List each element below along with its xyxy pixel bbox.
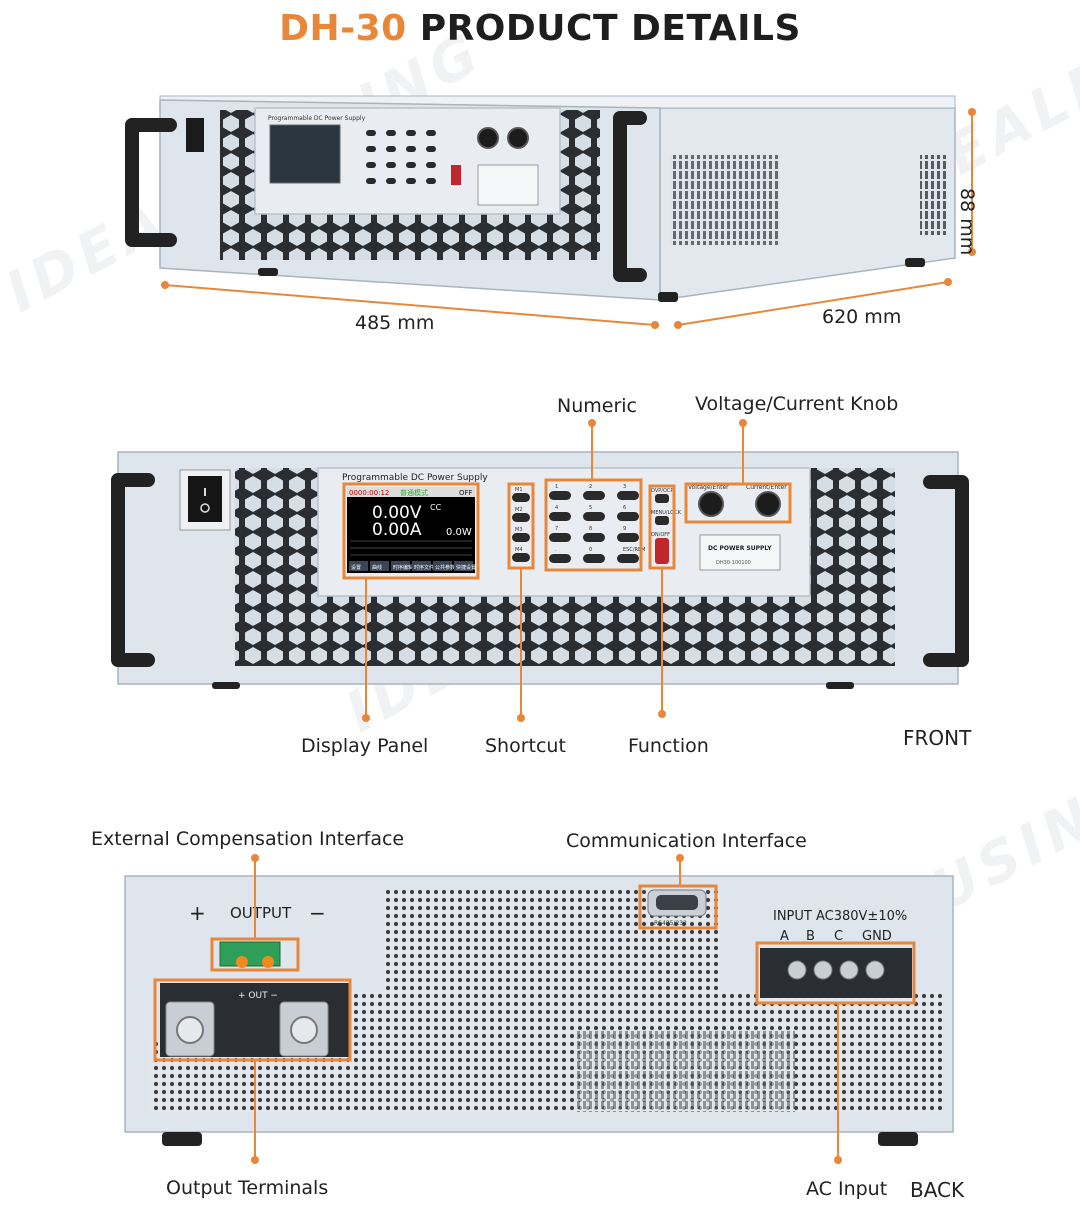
screen-power: 0.0W <box>446 527 472 538</box>
function-key[interactable] <box>655 516 669 525</box>
function-key-label: OVP/OCP <box>651 488 673 494</box>
busbar-label: + OUT − <box>238 991 278 1001</box>
screen-tab-label: 曲线 <box>372 564 382 571</box>
numeric-key[interactable] <box>583 533 605 542</box>
knob-label-current: Current/Enter <box>746 484 787 491</box>
screen-current: 0.00A <box>372 520 422 540</box>
shortcut-key[interactable] <box>512 553 530 562</box>
label-numeric: Numeric <box>557 395 637 417</box>
label-external-compensation: External Compensation Interface <box>91 828 405 850</box>
phase-label: B <box>806 929 815 944</box>
badge-title: DC POWER SUPPLY <box>708 545 772 552</box>
shortcut-key[interactable] <box>512 533 530 542</box>
numeric-key-label: 9 <box>623 526 626 532</box>
panel-title-small: Programmable DC Power Supply <box>268 115 366 122</box>
screen-tab <box>391 561 410 571</box>
function-key-label: MENU/LOCK <box>651 510 682 516</box>
current-knob[interactable] <box>755 491 781 517</box>
numeric-key[interactable] <box>549 533 571 542</box>
front-view: Programmable DC Power Supply 0000:00:12 … <box>111 419 969 722</box>
label-communication: Communication Interface <box>566 830 807 852</box>
screen-tab <box>454 561 473 571</box>
numeric-key[interactable] <box>583 554 605 563</box>
output-label: OUTPUT <box>230 904 292 922</box>
screen-tab <box>412 561 431 571</box>
numeric-key-label: 0 <box>589 547 592 553</box>
numeric-key[interactable] <box>617 512 639 521</box>
numeric-key-label: 7 <box>555 526 558 532</box>
title-text: PRODUCT DETAILS <box>419 8 801 49</box>
label-ac-input: AC Input <box>806 1178 888 1200</box>
numeric-key[interactable] <box>549 554 571 563</box>
label-shortcut: Shortcut <box>485 735 566 757</box>
screen-time: 0000:00:12 <box>349 489 389 497</box>
numeric-key[interactable] <box>549 512 571 521</box>
function-key-label: ON/OFF <box>651 532 670 538</box>
numeric-key[interactable] <box>617 533 639 542</box>
back-view: + OUTPUT − RS485/232 + OUT − INPUT AC380… <box>124 854 954 1164</box>
shortcut-key[interactable] <box>512 493 530 502</box>
label-knob: Voltage/Current Knob <box>695 393 899 415</box>
page-title: DH-30 PRODUCT DETAILS <box>0 8 1080 49</box>
screen-tab-label: 时序文件 <box>414 564 434 571</box>
label-display-panel: Display Panel <box>301 735 429 757</box>
numeric-key-label: 8 <box>589 526 592 532</box>
comm-port-label: RS485/232 <box>654 920 687 927</box>
screen-tab-label: 设置 <box>351 564 361 571</box>
screen-tab <box>349 561 368 571</box>
numeric-key[interactable] <box>617 491 639 500</box>
input-label: INPUT AC380V±10% <box>773 909 907 924</box>
badge-model: DH30-100100 <box>716 560 751 566</box>
screen-tab-label: 时序编辑 <box>393 564 413 571</box>
output-minus: − <box>309 901 326 925</box>
model-name: DH-30 <box>279 8 407 49</box>
numeric-key[interactable] <box>549 491 571 500</box>
screen-tab-label: 公共参数 <box>435 564 455 571</box>
shortcut-key-label: M4 <box>515 547 523 553</box>
numeric-key[interactable] <box>583 512 605 521</box>
numeric-key-label: 6 <box>623 505 626 511</box>
phase-label: C <box>834 929 843 944</box>
shortcut-key[interactable] <box>512 513 530 522</box>
perspective-view: Programmable DC Power Supply <box>125 95 976 329</box>
shortcut-key-label: M3 <box>515 527 523 533</box>
screen-cc: CC <box>430 503 442 512</box>
shortcut-key-label: M2 <box>515 507 523 513</box>
knob-label-voltage: Voltage/Enter <box>688 484 729 491</box>
numeric-key[interactable] <box>583 491 605 500</box>
function-key[interactable] <box>655 494 669 503</box>
numeric-key[interactable] <box>617 554 639 563</box>
numeric-key-label: . <box>555 547 557 553</box>
screen-mode: 普通模式 <box>400 488 428 497</box>
label-front: FRONT <box>903 726 972 750</box>
numeric-key-label: 4 <box>555 505 558 511</box>
phase-label: GND <box>862 929 892 944</box>
screen-tab <box>433 561 452 571</box>
label-back: BACK <box>910 1178 965 1202</box>
numeric-key-label: 1 <box>555 484 558 490</box>
screen-tab-label: 快捷设置 <box>456 564 476 571</box>
function-key[interactable] <box>655 538 669 564</box>
front-panel-title: Programmable DC Power Supply <box>342 473 488 483</box>
label-function: Function <box>628 735 709 757</box>
dimension-width: 485 mm <box>355 312 435 334</box>
screen-voltage: 0.00V <box>372 503 422 523</box>
numeric-key-label: 5 <box>589 505 592 511</box>
output-plus: + <box>189 901 206 925</box>
shortcut-key-label: M1 <box>515 487 523 493</box>
numeric-key-label: ESC/REM <box>623 547 645 553</box>
label-output-terminals: Output Terminals <box>166 1177 329 1199</box>
dimension-height: 88 mm <box>956 188 978 256</box>
numeric-key-label: 2 <box>589 484 592 490</box>
voltage-knob[interactable] <box>698 491 724 517</box>
screen-state: OFF <box>459 489 473 497</box>
numeric-key-label: 3 <box>623 484 626 490</box>
screen-tab <box>370 561 389 571</box>
phase-label: A <box>780 929 789 944</box>
dimension-depth: 620 mm <box>822 306 902 328</box>
